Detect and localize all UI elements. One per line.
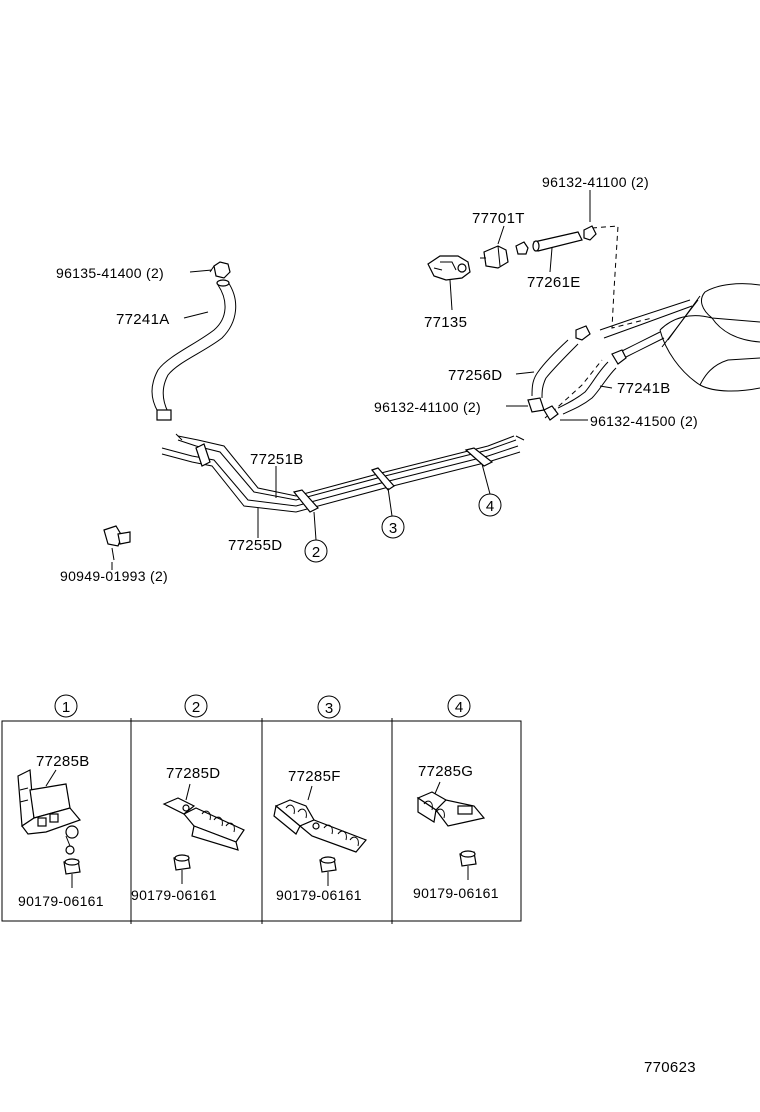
clamp-detail-panels [1, 718, 522, 924]
svg-text:2: 2 [192, 699, 200, 716]
clamp-77285B [17, 769, 82, 855]
svg-text:2: 2 [312, 544, 320, 561]
label-77701T: 77701T [472, 210, 525, 227]
svg-text:3: 3 [389, 520, 397, 537]
svg-text:1: 1 [62, 699, 70, 716]
tank-filler-pipes [599, 299, 693, 359]
diagram-code: 770623 [644, 1059, 696, 1076]
hose-77256D [527, 325, 591, 413]
label-96132-41500: 96132-41500 (2) [590, 413, 698, 429]
valve-77135 [427, 255, 471, 281]
panel-2-clamp-label: 77285D [166, 765, 220, 782]
panel-number-3: 3 [317, 695, 341, 719]
svg-text:4: 4 [486, 498, 494, 515]
svg-text:3: 3 [325, 700, 333, 717]
hose-77241B [543, 349, 627, 421]
label-96132-41100-mid: 96132-41100 (2) [374, 399, 481, 415]
fuel-tubes-main [161, 433, 525, 513]
svg-text:4: 4 [455, 699, 463, 716]
nut-panel-3 [319, 856, 337, 886]
label-77135: 77135 [424, 314, 467, 331]
clip-96135-41400 [209, 261, 231, 279]
fuel-tank [659, 283, 760, 392]
nut-panel-1 [63, 858, 81, 888]
panel-number-1: 1 [54, 694, 78, 718]
dashed-route-upper [591, 225, 653, 329]
nut-panel-2 [173, 854, 191, 884]
label-77241B: 77241B [617, 380, 671, 397]
label-96132-41100-top: 96132-41100 (2) [542, 174, 649, 190]
clip-90949-01993 [103, 525, 131, 561]
label-90949-01993: 90949-01993 (2) [60, 568, 168, 584]
panel-number-2: 2 [184, 694, 208, 718]
panel-number-4: 4 [447, 694, 471, 718]
panel-1-clamp-label: 77285B [36, 753, 90, 770]
panel-4-nut-label: 90179-06161 [413, 885, 499, 901]
label-77255D: 77255D [228, 537, 282, 554]
hose-77261E [532, 225, 597, 252]
nut-panel-4 [459, 850, 477, 880]
callout-4: 4 [478, 493, 502, 517]
label-77251B: 77251B [250, 451, 304, 468]
leader-lines [111, 190, 613, 570]
clamp-77285D [162, 797, 245, 851]
clamp-77285F [273, 799, 367, 853]
label-77261E: 77261E [527, 274, 581, 291]
panel-3-clamp-label: 77285F [288, 768, 341, 785]
panel-4-clamp-label: 77285G [418, 763, 473, 780]
label-96135-41400: 96135-41400 (2) [56, 265, 164, 281]
callout-2: 2 [304, 539, 328, 563]
callout-3: 3 [381, 515, 405, 539]
filter-77701T [480, 241, 529, 269]
clamp-77285G [416, 791, 486, 827]
panel-1-nut-label: 90179-06161 [18, 893, 104, 909]
label-77241A: 77241A [116, 311, 170, 328]
label-77256D: 77256D [448, 367, 502, 384]
hose-77241A [151, 279, 237, 421]
panel-3-nut-label: 90179-06161 [276, 887, 362, 903]
panel-2-nut-label: 90179-06161 [131, 887, 217, 903]
